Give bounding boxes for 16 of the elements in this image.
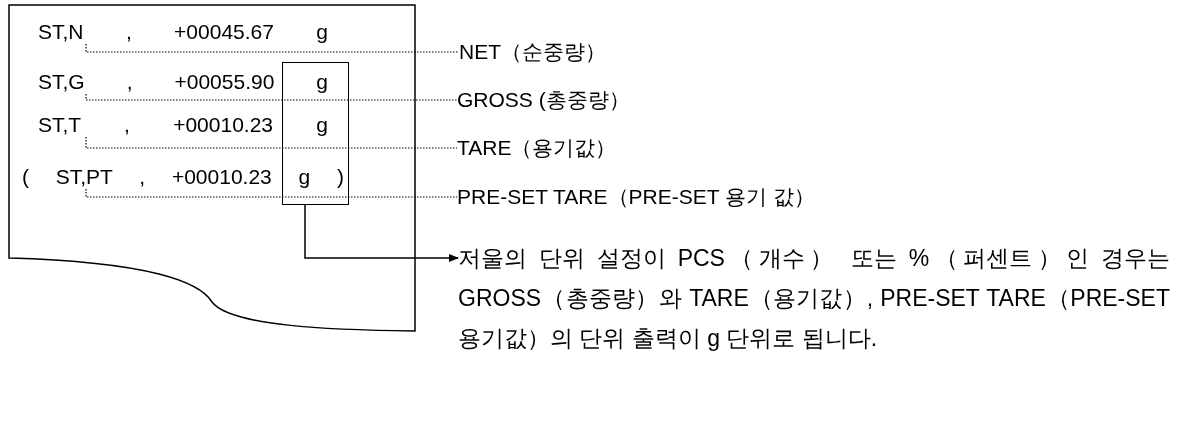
unit-frame bbox=[282, 62, 349, 205]
note-text: 저울의 단위 설정이 PCS（개수） 또는 %（퍼센트）인 경우는 GROSS（총중량）와 TARE（용기값）, PRE-SET TARE（PRE-SET 용기값）의 단위 출력이 g 단위로 됩니다. bbox=[458, 238, 1170, 408]
leader-line bbox=[85, 93, 458, 101]
output-line: ST,N , +00045.67 g bbox=[38, 20, 328, 44]
paper-outline bbox=[8, 4, 418, 334]
output-line: ( ST,PT , +00010.23 g ) bbox=[22, 165, 344, 189]
data-label: PRE-SET TARE（PRE-SET 용기 값） bbox=[457, 185, 817, 209]
leader-line bbox=[85, 43, 460, 53]
leader-line bbox=[85, 136, 458, 149]
data-label: TARE（용기값） bbox=[457, 136, 677, 160]
data-label: NET（순중량） bbox=[459, 40, 679, 64]
output-line: ST,G , +00055.90 g bbox=[38, 70, 328, 94]
output-line: ST,T , +00010.23 g bbox=[38, 113, 328, 137]
leader-line bbox=[85, 188, 458, 198]
data-label: GROSS (총중량） bbox=[457, 88, 677, 112]
arrow bbox=[304, 204, 459, 262]
